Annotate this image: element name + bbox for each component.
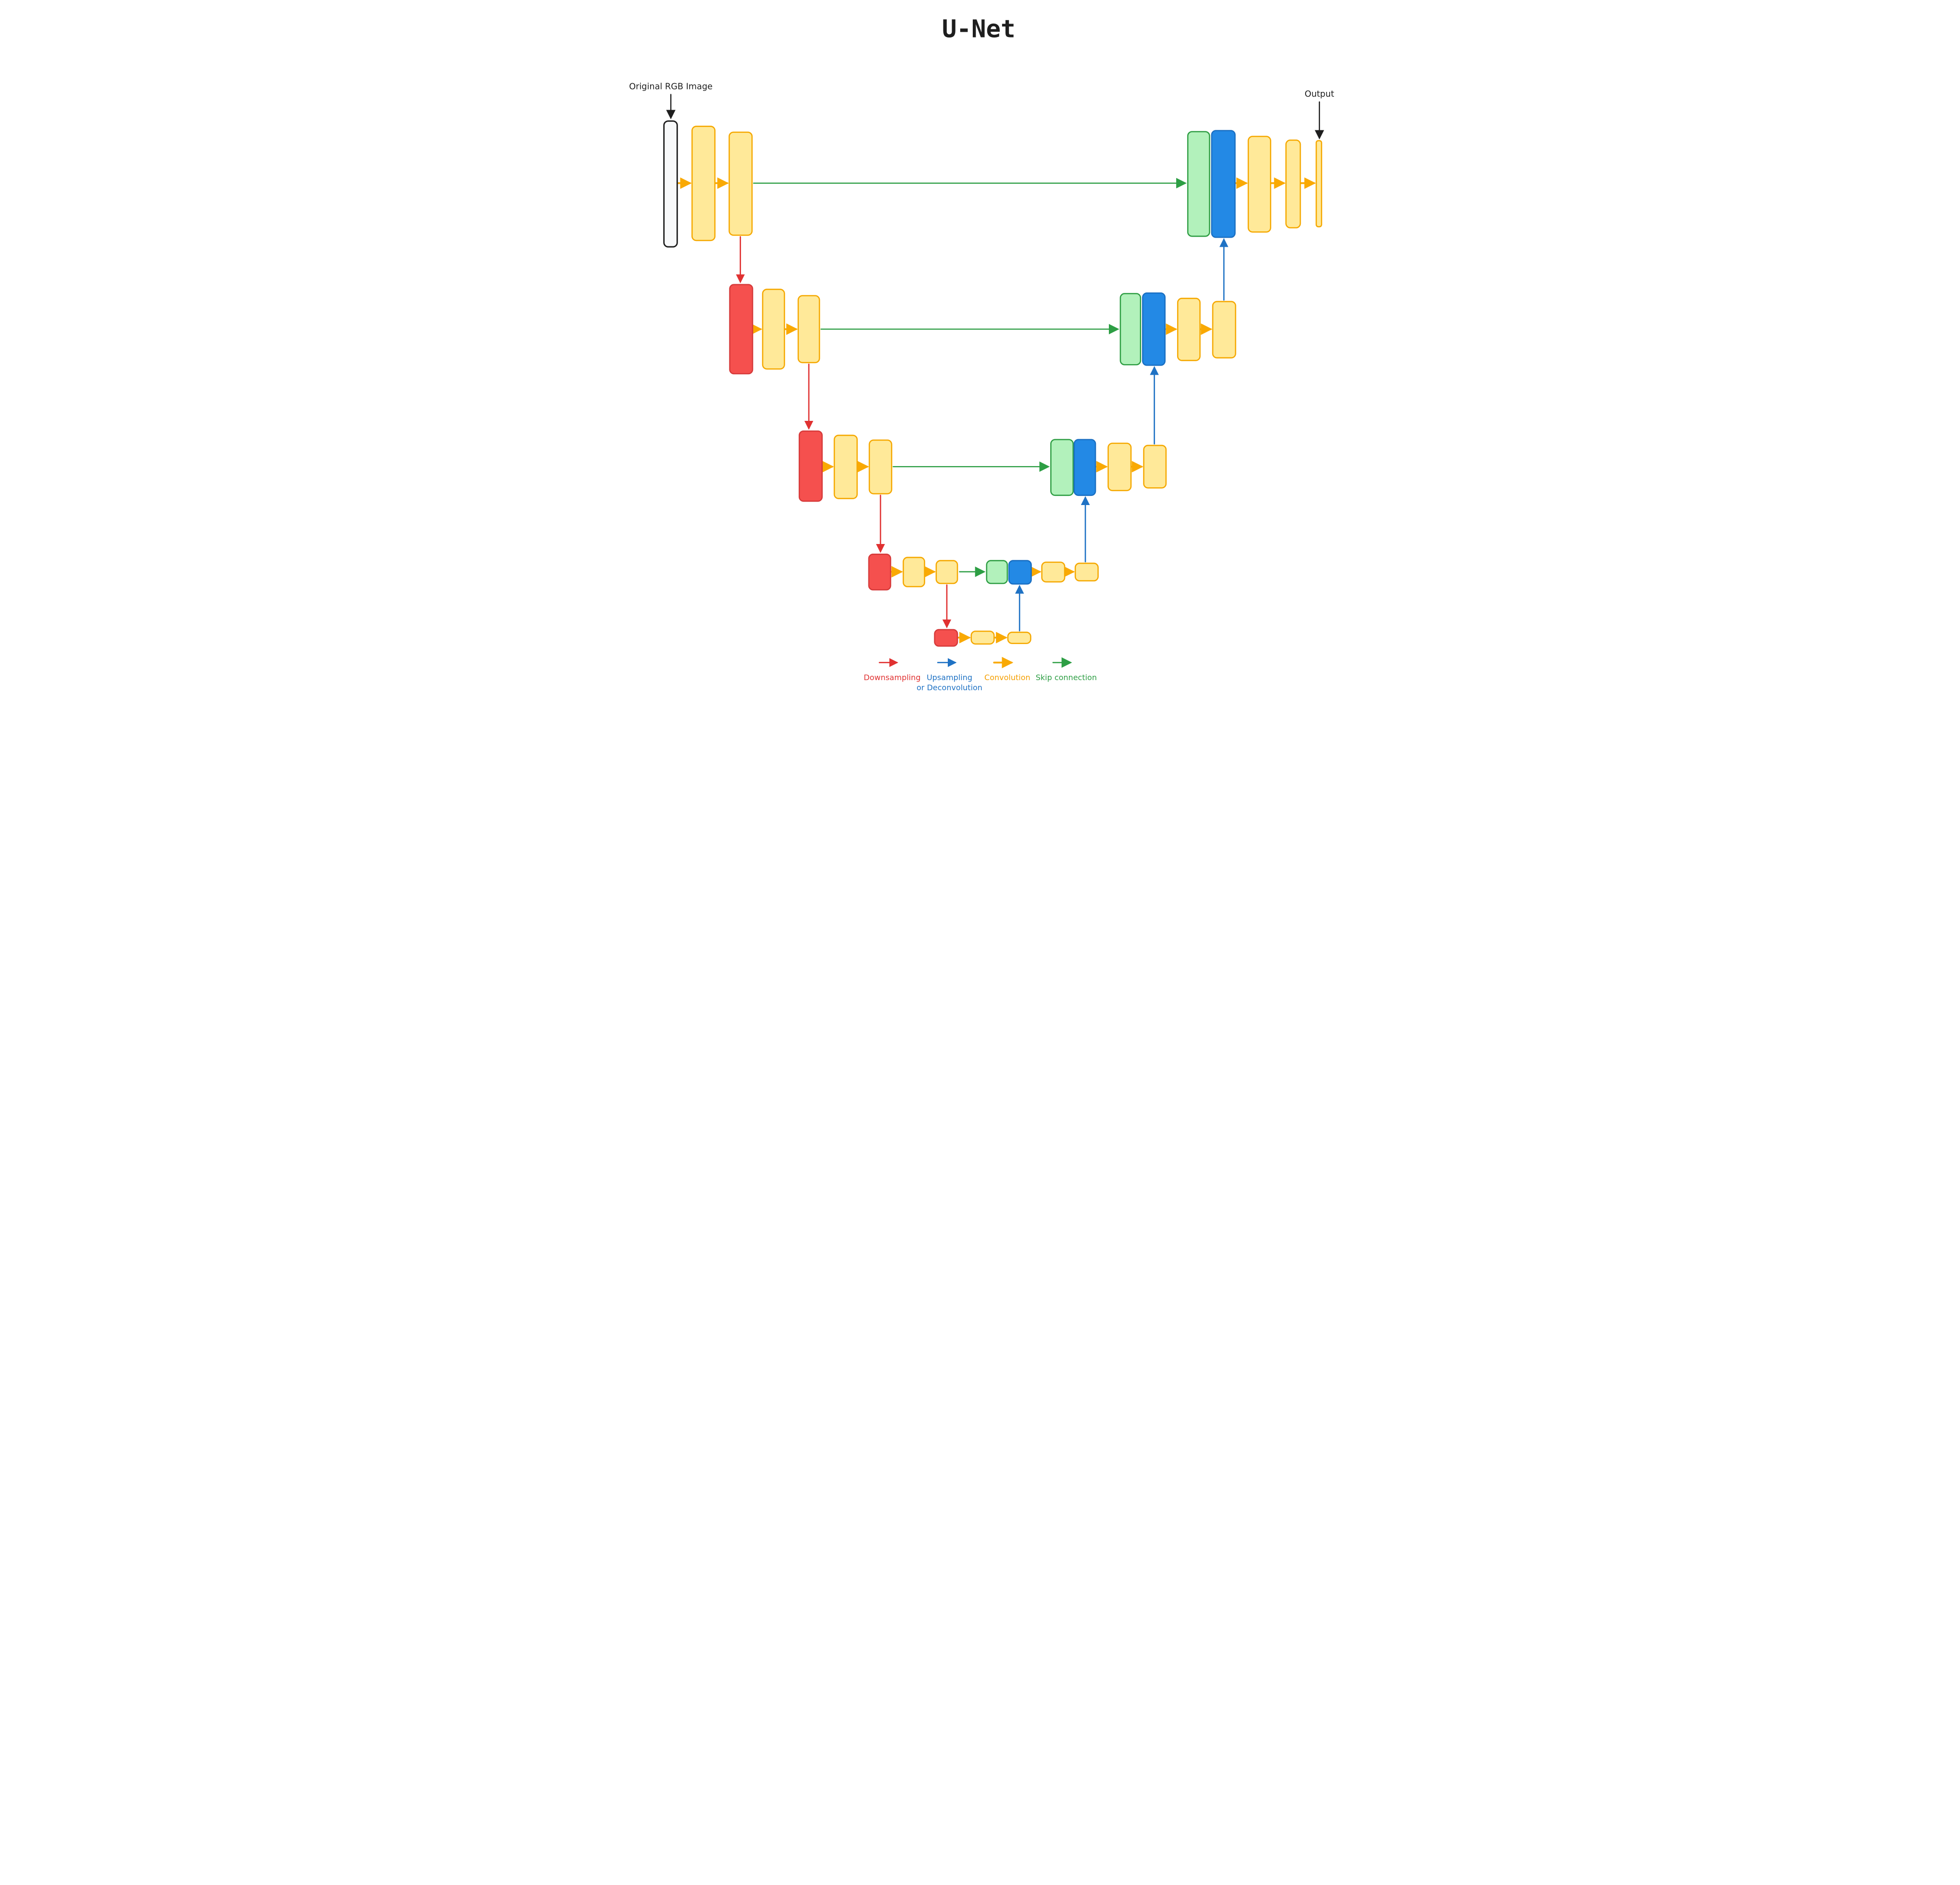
bottleneck-conv2 [1007,632,1031,645]
legend-label-convolution: Convolution [984,673,1030,682]
enc1-conv1 [691,126,716,241]
legend-label-upsampling: Upsampling [927,673,972,682]
bottleneck-downsampled [934,629,958,647]
output-image [1315,140,1322,228]
legend-label-skip-connection: Skip connection [1036,673,1097,682]
blocks-layer [663,120,1322,647]
enc2-conv1 [762,289,785,370]
arrows-layer [666,94,1324,669]
dec2-conv1 [1177,298,1201,361]
dec4-conv2 [1074,562,1099,582]
enc1-conv2 [729,131,753,236]
enc3-conv1 [833,434,858,499]
enc3-conv2 [868,439,892,494]
unet-diagram: U-Net Original RGB Image Output Downsamp… [619,0,1341,694]
page-title: U-Net [942,14,1016,43]
enc3-downsampled [798,430,823,502]
dec3-upsampled [1073,439,1096,496]
dec1-conv1 [1247,136,1271,233]
dec1-upsampled [1211,130,1236,238]
legend-label-upsampling-line2: or Deconvolution [917,683,982,692]
legend-label-downsampling: Downsampling [864,673,920,682]
dec3-skip-concat [1050,439,1074,496]
legend: Downsampling Upsampling or Deconvolution… [864,673,1097,692]
dec1-conv2 [1285,139,1301,228]
bottleneck-conv1 [970,631,995,645]
enc2-downsampled [729,284,754,375]
input-image [663,120,678,248]
dec4-upsampled [1008,560,1032,585]
enc4-downsampled [868,554,892,591]
enc4-conv1 [903,557,925,587]
unet-architecture-page: U-Net Original RGB Image Output Downsamp… [619,0,1341,694]
input-label: Original RGB Image [629,82,713,91]
dec2-upsampled [1142,292,1166,366]
dec1-skip-concat [1187,131,1210,237]
enc2-conv2 [797,295,820,364]
dec4-skip-concat [986,560,1008,584]
dec2-skip-concat [1119,293,1142,366]
dec2-conv2 [1212,301,1236,359]
output-label: Output [1305,89,1334,99]
dec4-conv1 [1041,561,1066,582]
enc4-conv2 [935,560,958,584]
dec3-conv2 [1143,444,1167,489]
dec3-conv1 [1107,443,1132,492]
